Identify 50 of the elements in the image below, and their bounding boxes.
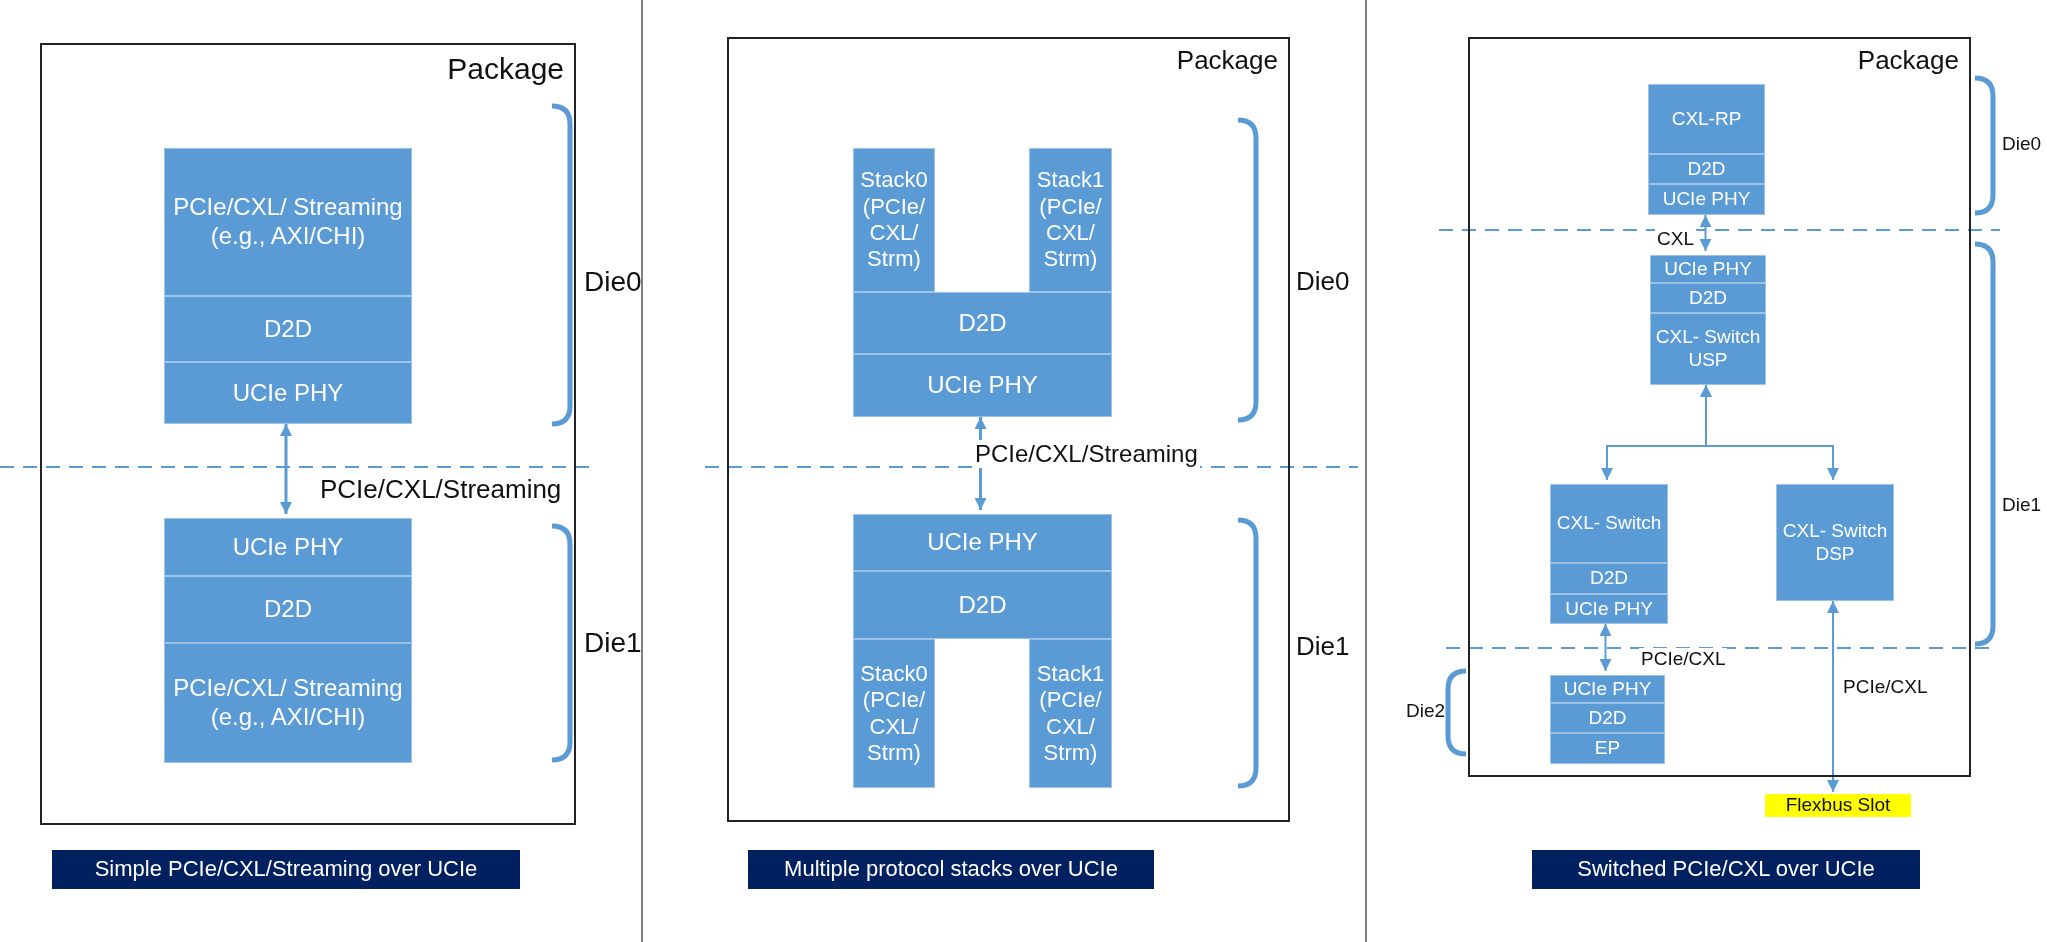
die-label: Die1	[1296, 631, 1350, 662]
double-arrow	[1599, 623, 1612, 672]
stack-block: Stack0 (PCIe/ CXL/ Strm)	[853, 148, 935, 292]
double-arrow	[1700, 384, 1839, 481]
switch-block: CXL- Switch USP	[1650, 313, 1766, 385]
phy-block: UCIe PHY	[1550, 675, 1665, 703]
protocol-block: PCIe/CXL/ Streaming (e.g., AXI/CHI)	[164, 148, 412, 296]
die-label: Die1	[2002, 494, 2042, 516]
caption-banner: Simple PCIe/CXL/Streaming over UCIe	[52, 850, 520, 889]
phy-block: UCIe PHY	[1550, 594, 1668, 624]
die-label: Die0	[2002, 133, 2042, 155]
d2d-block: D2D	[1550, 703, 1665, 733]
root-port-block: CXL-RP	[1648, 84, 1765, 154]
die-label: Die0	[1296, 266, 1350, 297]
protocol-block: PCIe/CXL/ Streaming (e.g., AXI/CHI)	[164, 643, 412, 763]
d2d-block: D2D	[1650, 283, 1766, 313]
double-arrow	[280, 424, 292, 514]
stack-block: Stack1 (PCIe/ CXL/ Strm)	[1029, 639, 1112, 788]
stack-block: Stack1 (PCIe/ CXL/ Strm)	[1029, 148, 1112, 292]
stack-block: Stack0 (PCIe/ CXL/ Strm)	[853, 639, 935, 788]
slot-tag: Flexbus Slot	[1765, 794, 1911, 817]
phy-block: UCIe PHY	[853, 354, 1112, 417]
die-label: Die0	[584, 266, 642, 298]
endpoint-block: EP	[1550, 733, 1665, 764]
phy-block: UCIe PHY	[164, 362, 412, 424]
double-arrow	[1827, 600, 1839, 793]
caption-banner: Multiple protocol stacks over UCIe	[748, 850, 1154, 889]
d2d-block: D2D	[164, 296, 412, 362]
package-box	[1468, 37, 1971, 777]
caption-banner: Switched PCIe/CXL over UCIe	[1532, 850, 1920, 889]
d2d-block: D2D	[164, 576, 412, 643]
d2d-block: D2D	[853, 571, 1112, 639]
phy-block: UCIe PHY	[853, 514, 1112, 571]
d2d-block: D2D	[1550, 563, 1668, 594]
edge-label: PCIe/CXL/Streaming	[973, 440, 1200, 468]
package-box	[727, 37, 1290, 822]
switch-block: CXL- Switch DSP	[1776, 484, 1894, 601]
package-label: Package	[1857, 45, 1959, 77]
phy-block: UCIe PHY	[1648, 184, 1765, 215]
package-label: Package	[1176, 45, 1278, 77]
die-label: Die1	[584, 627, 642, 659]
phy-block: UCIe PHY	[164, 518, 412, 576]
package-label: Package	[447, 51, 564, 87]
die-label: Die2	[1406, 700, 1446, 722]
package-box	[40, 43, 576, 825]
double-arrow	[1699, 214, 1712, 252]
phy-block: UCIe PHY	[1650, 255, 1766, 283]
d2d-block: D2D	[1648, 154, 1765, 184]
d2d-block: D2D	[853, 292, 1112, 354]
switch-block: CXL- Switch	[1550, 484, 1668, 563]
